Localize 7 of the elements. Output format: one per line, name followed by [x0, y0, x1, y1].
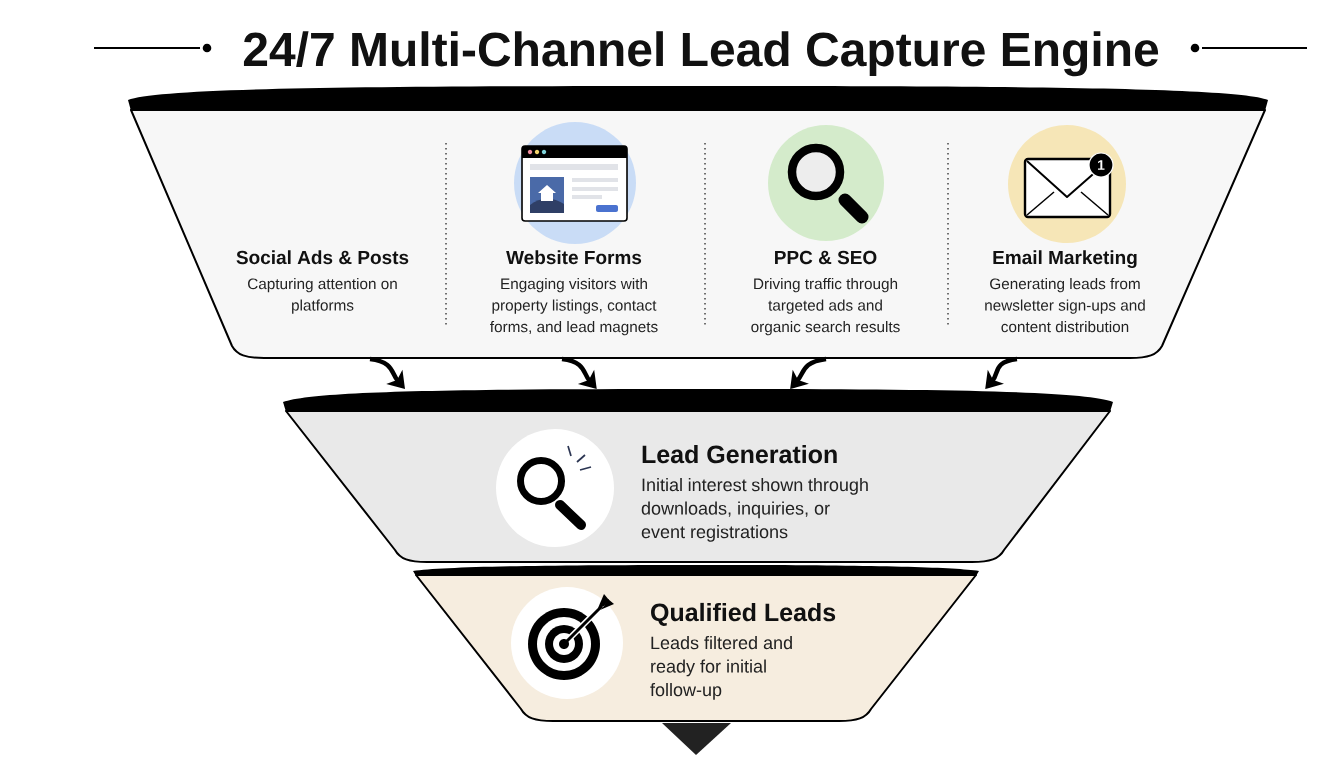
- description-text: Initial interest shown through downloads, inquiries, or event registrations: [641, 478, 868, 542]
- section-heading: Qualified Leads: [651, 602, 836, 626]
- funnel-stage: [283, 389, 1113, 563]
- title: 24/7 Multi-Channel Lead Capture Engine: [243, 31, 1159, 77]
- funnel-stage: [413, 565, 979, 722]
- description-text: Leads filtered and ready for initial follow-up: [650, 636, 792, 700]
- section-heading: Lead Generation: [642, 444, 837, 464]
